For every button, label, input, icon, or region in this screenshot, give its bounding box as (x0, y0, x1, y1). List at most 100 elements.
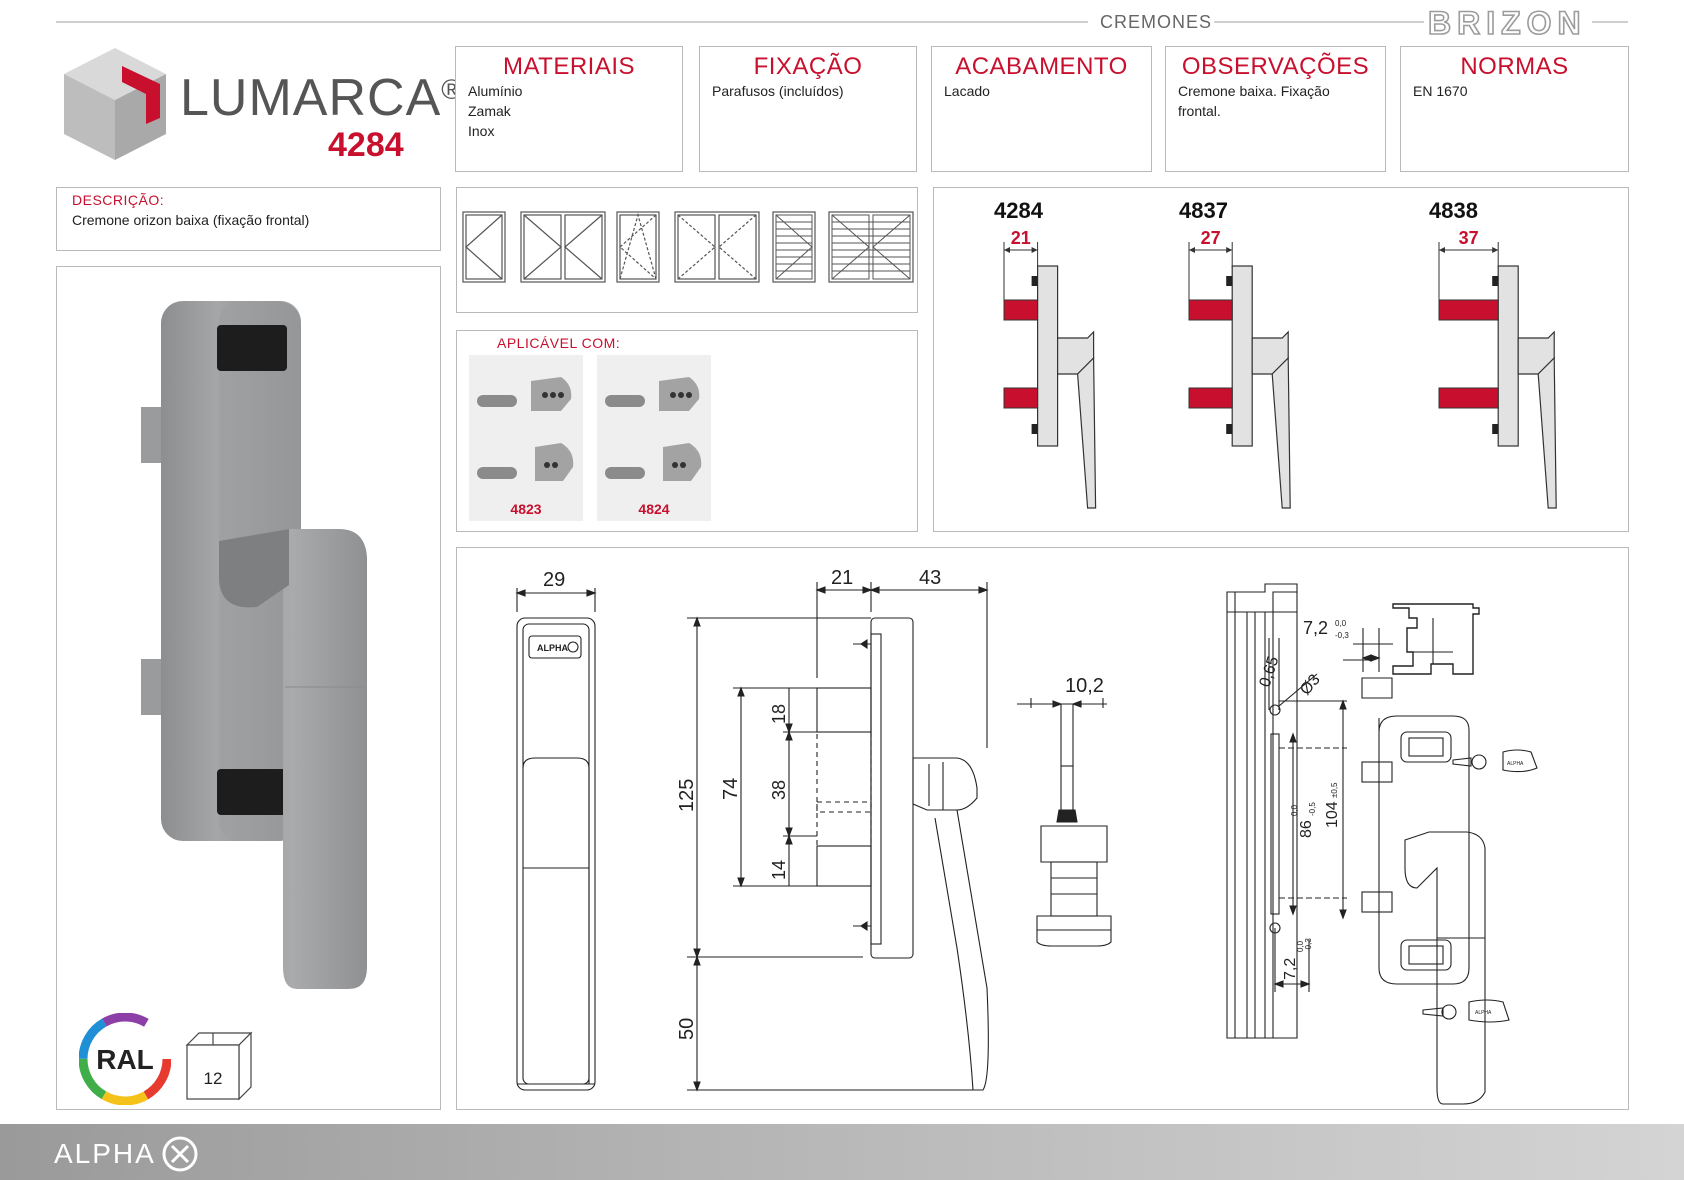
variant-pin-top (1438, 299, 1499, 321)
dim-slot-length: 86 (1298, 820, 1315, 838)
brand-name: LUMARCA® (180, 68, 463, 128)
spec-body: Parafusos (incluídos) (700, 81, 916, 101)
variant-handle-lever (1271, 356, 1291, 509)
variant-plate (1231, 265, 1253, 447)
variant-pin-bottom (1188, 387, 1233, 409)
variant-offset: 37 (1459, 228, 1479, 248)
variant-screw-top (1492, 276, 1499, 286)
spec-body: EN 1670 (1401, 81, 1628, 101)
technical-drawing: ALPHA 29 (515, 567, 1538, 1105)
spec-line: Parafusos (incluídos) (712, 83, 844, 99)
keeper-pin-icon (477, 377, 574, 481)
spec-line: EN 1670 (1413, 83, 1468, 99)
variant-pin-bottom (1003, 387, 1039, 409)
spec-title: MATERIAIS (502, 53, 636, 80)
description-label: DESCRIÇÃO: (72, 192, 165, 208)
dim-side-depth: 43 (919, 567, 941, 589)
spec-title: FIXAÇÃO (753, 53, 863, 80)
variant-code: 4837 (1179, 198, 1228, 223)
dim-slot-tol-top: 0,0 (1290, 804, 1299, 816)
alpha-logo-icon (162, 1136, 198, 1172)
dim-slot-tol-bottom: -0,5 (1308, 802, 1317, 816)
variant-screw-bottom (1226, 424, 1233, 434)
shutter-double-icon (828, 211, 914, 283)
variant-dim-arrow (1439, 247, 1445, 253)
product-photo (141, 301, 367, 989)
section-title: CREMONES (1100, 12, 1213, 32)
dim-edge-offset: 7,2 (1282, 958, 1299, 980)
dim-profile-tol-top: 0,0 (1335, 619, 1347, 628)
dim-profile-offset: 7,2 (1303, 618, 1328, 638)
spec-line: frontal. (1178, 103, 1221, 119)
brand-name-text: LUMARCA (180, 69, 442, 127)
spec-line: Alumínio (468, 83, 523, 99)
ral-color-wheel-icon: RAL (78, 1012, 172, 1106)
box-icon (185, 1031, 253, 1101)
variant-offset: 21 (1011, 228, 1031, 248)
product-code: 4284 (328, 126, 404, 164)
dim-profile-tol-bottom: -0,3 (1335, 631, 1349, 640)
applicable-item-code: 4824 (638, 501, 670, 517)
variant-dim-arrow (1492, 247, 1499, 253)
product-photo-panel: RAL 12 (56, 266, 441, 1110)
spec-line: Zamak (468, 103, 511, 119)
package-quantity: 12 (203, 1069, 223, 1088)
variant-dim-arrow (1004, 247, 1010, 253)
shutter-single-icon (772, 211, 816, 283)
footer-brand-text: ALPHA (54, 1138, 156, 1169)
ral-badge: RAL (78, 1012, 172, 1106)
dim-spindle: 10,2 (1065, 675, 1104, 697)
variant-pin-top (1188, 299, 1233, 321)
package-quantity-badge: 12 (185, 1031, 255, 1101)
dim-edge-tol-top: 0,0 (1296, 940, 1305, 952)
header-rule-left (56, 21, 1088, 23)
applicable-item-code: 4823 (510, 501, 542, 517)
dim-inner-spacing: 74 (720, 778, 742, 800)
variant-screw-bottom (1492, 424, 1499, 434)
dim-handle-length: 50 (676, 1018, 698, 1040)
technical-drawing-panel: ALPHA 29 (456, 547, 1629, 1110)
description-panel: DESCRIÇÃO: Cremone orizon baixa (fixação… (56, 187, 441, 251)
applicable-item: 4824 (597, 355, 711, 521)
variant-pin-top (1003, 299, 1039, 321)
spec-box-5: NORMAS EN 1670 (1400, 46, 1629, 172)
variant-dim-arrow (1189, 247, 1195, 253)
front-view: ALPHA 29 (515, 569, 597, 1091)
dim-height-total: 125 (676, 779, 698, 812)
variant-code: 4838 (1429, 198, 1478, 223)
window-double-tilt-turn-icon (674, 211, 760, 283)
spec-title: OBSERVAÇÕES (1181, 53, 1370, 80)
spec-body: Lacado (932, 81, 1151, 101)
cube-icon (64, 48, 166, 160)
dim-pin-top: 18 (769, 704, 789, 724)
window-tilt-turn-icon (616, 211, 660, 283)
variant-plate (1497, 265, 1519, 447)
ral-text: RAL (96, 1044, 154, 1075)
dim-total-tol: ±0,5 (1330, 782, 1339, 798)
variant-screw-top (1031, 276, 1038, 286)
variant-offset: 27 (1201, 228, 1221, 248)
header-rule-mid (1214, 21, 1424, 23)
spindle-view: 10,2 (1017, 675, 1112, 947)
spec-box-2: FIXAÇÃO Parafusos (incluídos) (699, 46, 917, 172)
variant-dim-arrow (1226, 247, 1233, 253)
dim-front-width: 29 (543, 569, 565, 591)
screw-cover-stamp-top: ALPHA (1507, 761, 1524, 767)
screw-cover-stamp-bottom: ALPHA (1475, 1010, 1492, 1016)
footer-brand: ALPHA (54, 1136, 198, 1172)
variant-dim-arrow (1031, 247, 1038, 253)
variant-handle-lever (1537, 356, 1557, 509)
variant-screw-bottom (1031, 424, 1038, 434)
description-text: Cremone orizon baixa (fixação frontal) (72, 212, 310, 228)
brand-logo: LUMARCA® 4284 (56, 42, 462, 172)
dim-side-offset: 21 (831, 567, 853, 589)
variant-handle-lever (1076, 356, 1097, 509)
spec-title: NORMAS (1460, 53, 1569, 80)
applicable-item: 4823 (469, 355, 583, 521)
dim-edge-tol-bottom: -0,3 (1304, 938, 1313, 952)
